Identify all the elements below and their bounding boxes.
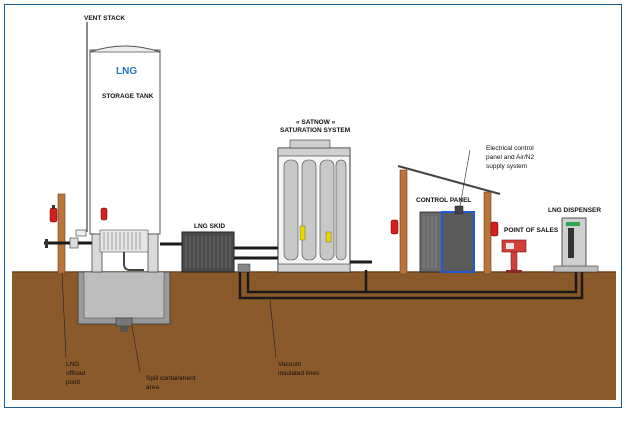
pos-terminal — [501, 239, 527, 273]
label-storage-tank: STORAGE TANK — [102, 93, 154, 100]
label-electrical-2: panel and Air/N2 — [486, 154, 534, 161]
label-offload-2: offload — [66, 370, 86, 377]
label-saturation-system: SATURATION SYSTEM — [280, 127, 350, 134]
label-vacuum-2: insulated lines — [278, 370, 320, 377]
label-control-panel: CONTROL PANEL — [416, 197, 471, 204]
vacuum-insulated-lines — [238, 268, 584, 300]
saturation-system — [277, 139, 372, 273]
extinguisher-icon — [390, 219, 399, 235]
offload-post — [57, 193, 66, 275]
label-lng-skid: LNG SKID — [194, 223, 225, 230]
extinguisher-icon — [100, 207, 108, 221]
spill-containment-pit — [77, 271, 171, 332]
label-lng-dispenser: LNG DISPENSER — [548, 207, 601, 214]
lng-dispenser — [553, 217, 599, 273]
label-electrical-3: supply system — [486, 163, 527, 170]
control-panel-shed — [397, 165, 501, 275]
label-vacuum-1: Vacuum — [278, 361, 301, 368]
label-satnow: « SATNOW » — [296, 119, 336, 126]
label-offload-1: LNG — [66, 361, 79, 368]
label-electrical-1: Electrical control — [486, 145, 534, 152]
label-vent-stack: VENT STACK — [84, 15, 125, 22]
extinguisher-icon — [49, 205, 58, 223]
label-point-of-sales: POINT OF SALES — [504, 227, 559, 234]
extinguisher-icon — [490, 221, 499, 237]
label-offload-3: point — [66, 379, 80, 386]
lng-skid — [181, 231, 280, 273]
label-lng: LNG — [116, 66, 137, 77]
storage-tank — [89, 45, 161, 273]
label-spill-1: Spill containment — [146, 375, 196, 382]
offload-piping — [44, 229, 92, 249]
label-spill-2: area — [146, 384, 159, 391]
leader-lines — [61, 149, 471, 373]
